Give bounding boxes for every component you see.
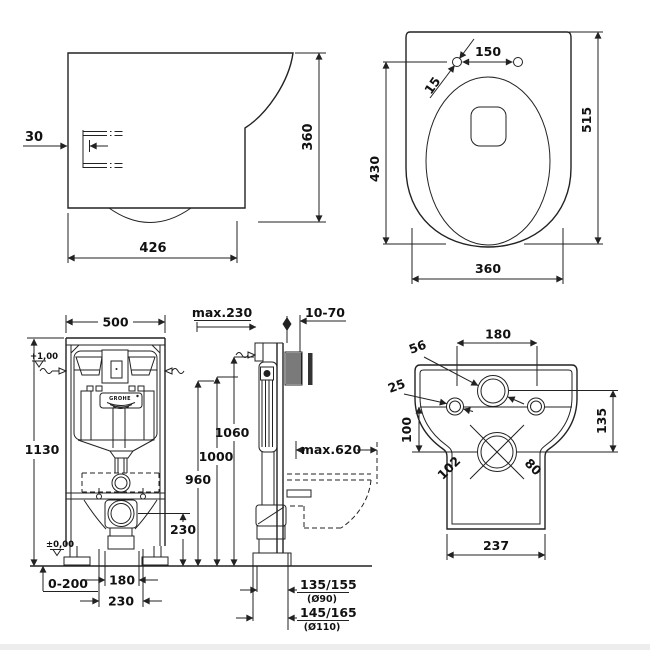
wc-rear-outline [414,364,578,530]
dim-frame-height: 1130 [25,337,64,567]
fixing-bolt-left [96,493,102,500]
wall-finish-bar [308,353,313,385]
dim-230-bottom-label: 230 [108,594,134,609]
dim-135-155-label: 135/155 [300,577,357,592]
frame-lower-assembly [63,472,169,566]
dim-180-label: 180 [109,573,135,588]
wc-rim-ellipse [425,76,551,246]
dim-wall-thickness: 10-70 [299,305,346,352]
level-triangle-floor-icon [52,549,62,557]
frame-front-view: GROHE [25,315,372,609]
actuator-hatch [286,353,302,384]
seat-hole-left [452,57,462,67]
dim-1060-label: 1060 [215,425,250,440]
level-mark-floor: ±0,00 [46,540,74,557]
dim-960-label: 960 [185,472,211,487]
dim-bowl-length: 430 [367,61,447,245]
dim-56-label: 56 [407,337,429,357]
foot-side [252,552,292,567]
dim-25-label: 25 [386,376,407,396]
dim-max620-label: max.620 [301,442,362,457]
dim-1000-label: 1000 [199,449,234,464]
plumb-diamond-icon [282,317,292,331]
dim-heights: 1060 1000 960 [185,356,254,567]
leader-fixing-dia: 25 [386,376,474,415]
fixing-bolt-right [140,493,146,500]
dim-dia90-label: (Ø90) [307,594,337,605]
wall-fixing-bracket [82,130,123,168]
dim-1130-label: 1130 [25,442,60,457]
foot-left [63,556,91,566]
dim-fixing-offset: 30 [23,130,108,150]
fixing-bolt-icon [263,370,271,377]
frame-side-structure [235,316,313,630]
wc-side-outline [67,52,294,209]
wc-rear-inner-outline [419,369,573,525]
wc-flush-area [470,106,507,147]
dim-wc-depth: 426 [67,213,238,263]
dim-max230-label: max.230 [192,305,253,320]
page-bottom-strip [0,644,650,650]
wc-dashed-silhouette [286,473,372,529]
dim-135-label: 135 [594,408,609,434]
dim-500-label: 500 [102,315,128,330]
grohe-logo-text: GROHE [109,396,131,402]
level-triangle-icon [34,360,44,368]
dim-outlet-height: 230 [138,513,196,567]
dim-dia110-label: (Ø110) [304,622,341,633]
seat-hole-right [513,57,523,67]
dim-base-width: 237 [446,534,546,560]
dim-floor-adjust: 0-200 [39,565,98,592]
dim-frame-width: 500 [65,315,166,333]
level-plus100-label: +1,00 [30,352,58,362]
dim-0-200-label: 0-200 [48,576,88,591]
dim-430-label: 430 [367,156,382,182]
registered-mark-icon [136,394,139,398]
foot-right [141,556,169,566]
dim-rear-180-label: 180 [485,327,511,342]
dim-360-label: 360 [301,123,316,150]
dim-outlet-spacings: 180 230 [80,549,162,609]
wc-support-bracket [286,489,312,498]
level-mark-top: +1,00 [30,352,185,375]
cistern-profile [258,361,278,453]
dim-drain-110: 145/165 (Ø110) [236,605,357,633]
dim-145-165-label: 145/165 [300,605,357,620]
dim-rear-fixing-spacing: 180 [456,327,538,386]
dim-360-width-label: 360 [475,261,501,276]
level-zero-label: ±0,00 [46,540,74,550]
dim-426-label: 426 [139,241,166,256]
dim-axis-drop: 100 [399,406,423,453]
dim-total-depth: 515 [524,31,603,245]
dim-wc-width: 360 [411,228,564,284]
leader-inlet-dia: 56 [407,337,525,405]
dim-230-outlet-label: 230 [170,522,196,537]
dim-515-label: 515 [579,107,594,133]
dim-100-label: 100 [399,417,414,443]
cistern: GROHE [73,349,158,473]
frame-structure [65,337,166,546]
dim-wc-height: 360 [258,52,326,223]
dim-max-projection: max.620 [295,441,378,484]
dim-drain-90: 135/155 (Ø90) [240,577,357,605]
dim-150-label: 150 [475,44,501,59]
frame-side-view: max.230 10-70 1060 1000 960 [185,305,378,633]
dim-237-label: 237 [483,538,509,553]
dim-30-label: 30 [25,130,43,145]
wc-side-view: 30 360 426 [23,52,326,263]
dim-seat-hole-spacing: 150 [462,44,513,66]
dim-max-depth: max.230 [192,305,257,332]
flush-funnel [109,450,134,459]
dim-inlet-drop: 135 [594,390,617,453]
wc-top-outline [405,31,572,248]
wall-bracket [254,342,264,362]
dim-10-70-label: 10-70 [305,305,345,320]
wc-side-bowl-arc [108,207,192,223]
